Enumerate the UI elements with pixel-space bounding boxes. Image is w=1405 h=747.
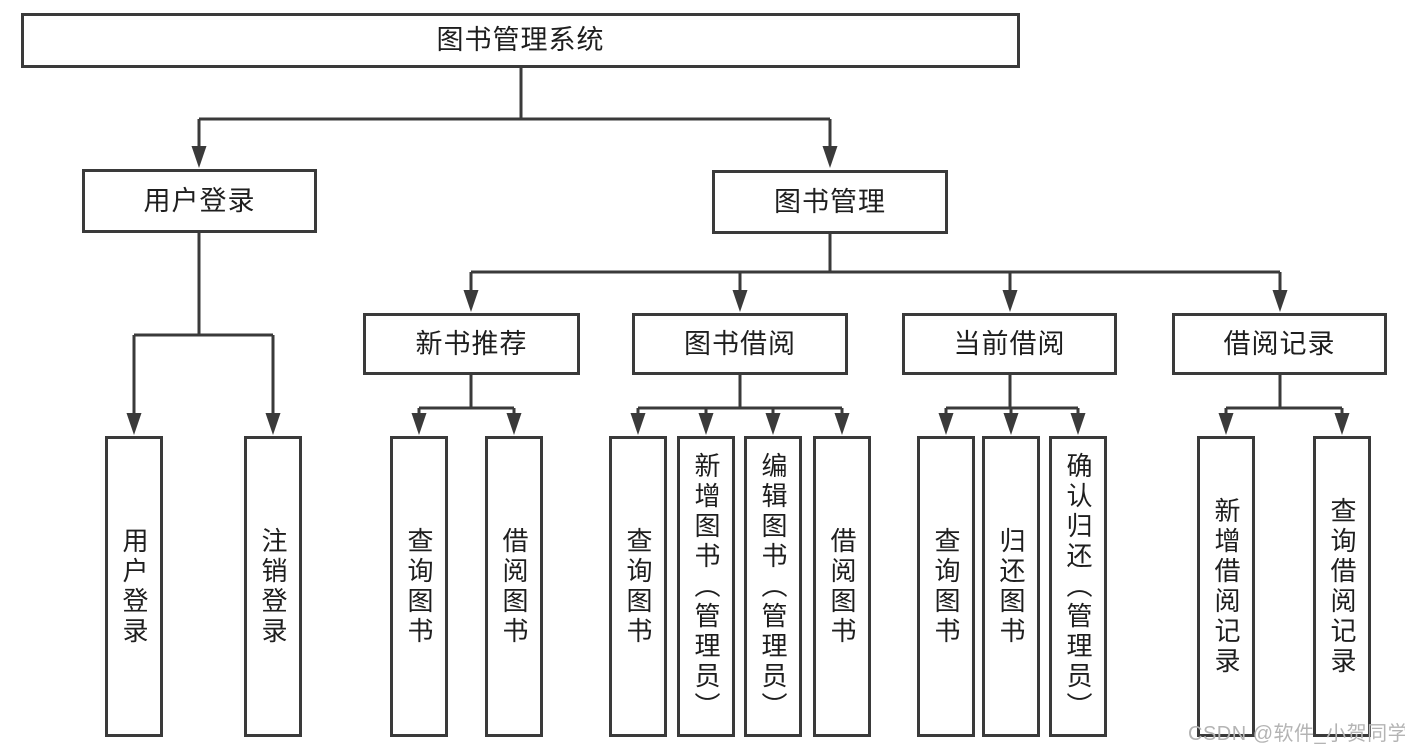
node-user-login: 用户登录 — [82, 169, 317, 233]
csdn-watermark: CSDN @软件_小贺同学 — [1188, 723, 1405, 745]
leaf-query-books-recommend: 查询图书 — [390, 436, 448, 737]
leaf-borrow-books: 借阅图书 — [813, 436, 871, 737]
leaf-return-books: 归还图书 — [982, 436, 1040, 737]
node-library-system: 图书管理系统 — [21, 13, 1020, 68]
leaf-edit-books-admin: 编辑图书（管理员） — [744, 436, 802, 737]
node-borrow-records: 借阅记录 — [1172, 313, 1387, 375]
node-new-book-recommend: 新书推荐 — [363, 313, 580, 375]
leaf-confirm-return-admin: 确认归还（管理员） — [1049, 436, 1107, 737]
node-book-borrow: 图书借阅 — [632, 313, 848, 375]
leaf-add-borrow-record: 新增借阅记录 — [1197, 436, 1255, 737]
node-book-management: 图书管理 — [712, 170, 948, 234]
leaf-user-login: 用户登录 — [105, 436, 163, 737]
leaf-query-borrow-record: 查询借阅记录 — [1313, 436, 1371, 737]
leaf-logout: 注销登录 — [244, 436, 302, 737]
leaf-borrow-books-recommend: 借阅图书 — [485, 436, 543, 737]
leaf-add-books-admin: 新增图书（管理员） — [677, 436, 735, 737]
leaf-query-books-current: 查询图书 — [917, 436, 975, 737]
node-current-borrow: 当前借阅 — [902, 313, 1117, 375]
leaf-query-books-borrow: 查询图书 — [609, 436, 667, 737]
